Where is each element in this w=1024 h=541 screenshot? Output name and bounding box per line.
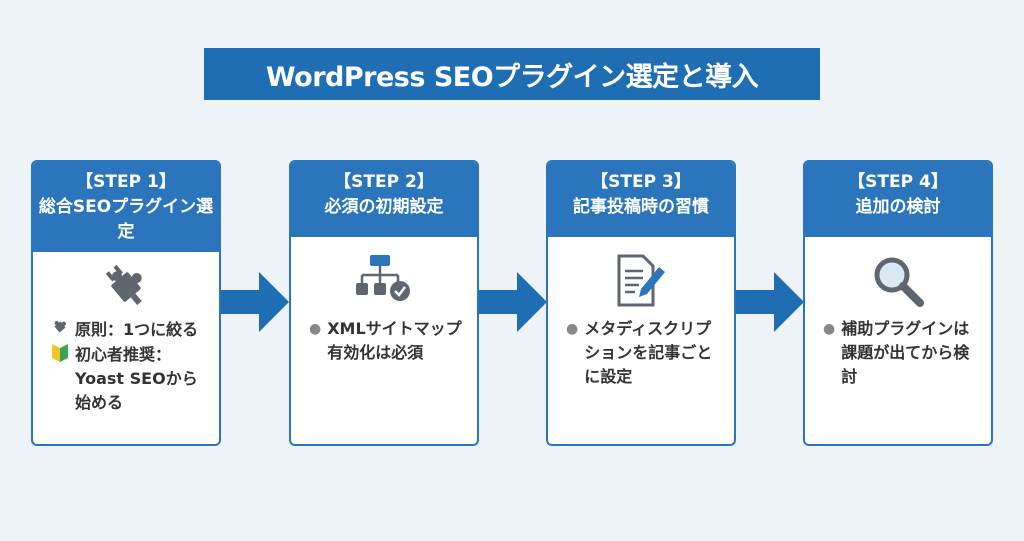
step-label: 【STEP 4】: [848, 172, 948, 192]
step-card-1: 【STEP 1】 総合SEOプラグイン選定 原則：1つに絞る 初心者推奨：Yoa…: [31, 160, 221, 446]
step-card-2: 【STEP 2】 必須の初期設定 ●XMLサイトマップ有効化は必須: [289, 160, 479, 446]
step-heading: 必須の初期設定: [324, 197, 444, 217]
step-card-3: 【STEP 3】 記事投稿時の習慣 ●メタディスクリプションを記事ごとに設定: [546, 160, 736, 446]
step-header-1: 【STEP 1】 総合SEOプラグイン選定: [33, 162, 219, 252]
list-item: 初心者推奨：Yoast SEOから始める: [51, 343, 207, 415]
sitemap-check-icon: [291, 253, 477, 309]
step-heading: 総合SEOプラグイン選定: [38, 197, 214, 242]
arrow-right-icon: [736, 272, 804, 332]
list-item: 原則：1つに絞る: [51, 318, 207, 343]
step-heading: 追加の検討: [855, 197, 941, 217]
step-header-4: 【STEP 4】 追加の検討: [805, 162, 991, 237]
puzzle-icon: [51, 318, 69, 343]
list-item: ●補助プラグインは課題が出てから検討: [823, 319, 970, 386]
step-label: 【STEP 1】: [76, 172, 176, 192]
puzzle-plug-icon: [33, 262, 219, 314]
list-item: ●メタディスクリプションを記事ごとに設定: [566, 319, 713, 386]
step-label: 【STEP 3】: [591, 172, 691, 192]
arrow-right-icon: [479, 272, 547, 332]
step-header-2: 【STEP 2】 必須の初期設定: [291, 162, 477, 237]
list-item: ●XMLサイトマップ有効化は必須: [309, 319, 462, 362]
step-label: 【STEP 2】: [334, 172, 434, 192]
step-header-3: 【STEP 3】 記事投稿時の習慣: [548, 162, 734, 237]
page-title: WordPress SEOプラグイン選定と導入: [204, 48, 820, 100]
step-heading: 記事投稿時の習慣: [573, 197, 709, 217]
magnifier-icon: [805, 253, 991, 309]
beginner-mark-icon: [51, 343, 69, 415]
step-card-4: 【STEP 4】 追加の検討 ●補助プラグインは課題が出てから検討: [803, 160, 993, 446]
arrow-right-icon: [221, 272, 289, 332]
document-edit-icon: [548, 253, 734, 309]
